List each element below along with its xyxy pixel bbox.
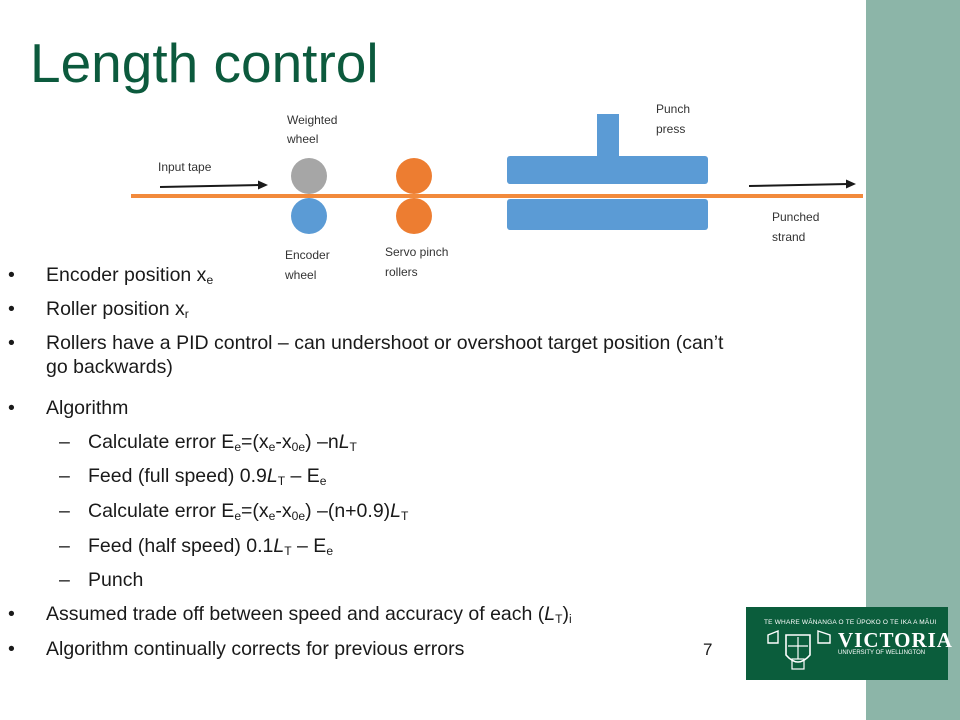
- sub-bullet-calculate-error-2: – Calculate error Ee=(xe-x0e) –(n+0.9)LT: [59, 499, 409, 524]
- text-part: Calculate error E: [88, 431, 235, 453]
- subscript: T: [555, 612, 563, 627]
- bullet-marker: •: [8, 332, 15, 354]
- bullet-text: Roller position x: [46, 298, 185, 320]
- punch-press-label-1: Punch: [656, 102, 690, 116]
- logo-name: VICTORIA: [838, 628, 953, 652]
- output-arrow-head: [846, 179, 856, 189]
- subscript: e: [268, 509, 276, 524]
- subscript: e: [319, 474, 327, 489]
- subscript: e: [268, 440, 276, 455]
- subscript: e: [206, 273, 214, 288]
- subscript: T: [284, 544, 292, 559]
- italic-part: L: [544, 603, 556, 625]
- text-part: Feed (full speed) 0.9: [88, 465, 267, 487]
- text-part: Punch: [88, 569, 144, 591]
- input-arrow-head: [258, 180, 268, 190]
- text-part: =(x: [241, 500, 269, 522]
- italic-part: L: [266, 465, 278, 487]
- text-part: – E: [285, 465, 320, 487]
- dash-marker: –: [59, 569, 70, 591]
- dash-marker: –: [59, 465, 70, 487]
- subscript: e: [326, 544, 334, 559]
- tape-line: [131, 194, 863, 198]
- encoder-wheel: [291, 198, 327, 234]
- bullet-pid-control: • Rollers have a PID control – can under…: [8, 331, 736, 379]
- bullet-continual-correction: • Algorithm continually corrects for pre…: [8, 637, 465, 661]
- servo-rollers-label-1: Servo pinch: [385, 245, 448, 259]
- subscript: T: [277, 474, 286, 489]
- input-tape-label: Input tape: [158, 160, 212, 174]
- bullet-marker: •: [8, 397, 15, 419]
- punched-strand-label-1: Punched: [772, 210, 819, 224]
- slide-title: Length control: [30, 32, 379, 94]
- text-part: Assumed trade off between speed and accu…: [46, 603, 545, 625]
- input-arrow: [159, 184, 261, 188]
- italic-part: L: [390, 500, 402, 522]
- weighted-wheel-label-2: wheel: [286, 132, 318, 146]
- servo-rollers-label-2: rollers: [385, 265, 418, 279]
- bullet-text: Encoder position x: [46, 264, 207, 286]
- subscript: 0e: [291, 440, 306, 455]
- bullet-algorithm: • Algorithm: [8, 396, 129, 420]
- subscript: e: [234, 509, 242, 524]
- punch-press-ram: [597, 114, 619, 158]
- subscript: i: [569, 612, 572, 627]
- sub-bullet-calculate-error-1: – Calculate error Ee=(xe-x0e) –nLT: [59, 430, 357, 455]
- text-part: ): [562, 603, 570, 625]
- servo-pinch-roller-bottom: [396, 198, 432, 234]
- subscript: T: [401, 509, 409, 524]
- dash-marker: –: [59, 535, 70, 557]
- bullet-list: • Encoder position xe • Roller position …: [8, 263, 736, 661]
- italic-part: L: [338, 431, 350, 453]
- text-part: Calculate error E: [88, 500, 235, 522]
- bullet-marker: •: [8, 264, 15, 286]
- page-number: 7: [703, 640, 713, 659]
- bullet-marker: •: [8, 603, 15, 625]
- university-crest-icon: [767, 629, 831, 670]
- subscript: r: [184, 307, 189, 322]
- bullet-roller-position: • Roller position xr: [8, 297, 189, 322]
- punched-strand-label-2: strand: [772, 230, 805, 244]
- bullet-trade-off: • Assumed trade off between speed and ac…: [8, 602, 572, 627]
- sub-bullet-feed-full: – Feed (full speed) 0.9LT – Ee: [59, 464, 327, 489]
- bullet-text: Algorithm: [46, 397, 129, 419]
- bullet-marker: •: [8, 638, 15, 660]
- logo-subname: UNIVERSITY OF WELLINGTON: [838, 650, 926, 656]
- bullet-marker: •: [8, 298, 15, 320]
- text-part: ) –n: [305, 431, 339, 453]
- dash-marker: –: [59, 431, 70, 453]
- sidebar-band: [866, 0, 960, 720]
- punch-press-label-2: press: [656, 122, 685, 136]
- bullet-text: Algorithm continually corrects for previ…: [46, 638, 465, 660]
- dash-marker: –: [59, 500, 70, 522]
- text-part: – E: [291, 535, 327, 557]
- output-arrow: [748, 183, 849, 187]
- subscript: e: [234, 440, 242, 455]
- punch-press-upper: [507, 156, 708, 184]
- italic-part: L: [273, 535, 285, 557]
- encoder-wheel-label-2: wheel: [284, 268, 316, 282]
- bullet-encoder-position: • Encoder position xe: [8, 263, 214, 288]
- text-part: ) –(n+0.9): [305, 500, 391, 522]
- logo-tagline: TE WHARE WĀNANGA O TE ŪPOKO O TE IKA A M…: [764, 619, 937, 626]
- text-part: -x: [275, 500, 292, 522]
- subscript: T: [349, 440, 357, 455]
- victoria-university-logo: TE WHARE WĀNANGA O TE ŪPOKO O TE IKA A M…: [746, 607, 952, 680]
- length-control-diagram: Weighted wheel Punch press Input tape Pu…: [131, 102, 863, 282]
- sub-bullet-punch: – Punch: [59, 568, 144, 592]
- punch-press-lower: [507, 199, 708, 230]
- text-part: Feed (half speed) 0.1: [88, 535, 274, 557]
- text-part: =(x: [241, 431, 269, 453]
- subscript: 0e: [291, 509, 306, 524]
- bullet-text: Rollers have a PID control – can undersh…: [46, 332, 724, 378]
- weighted-wheel: [291, 158, 327, 194]
- weighted-wheel-label-1: Weighted: [287, 113, 337, 127]
- servo-pinch-roller-top: [396, 158, 432, 194]
- sub-bullet-feed-half: – Feed (half speed) 0.1LT – Ee: [59, 534, 334, 559]
- encoder-wheel-label-1: Encoder: [285, 248, 330, 262]
- text-part: -x: [275, 431, 292, 453]
